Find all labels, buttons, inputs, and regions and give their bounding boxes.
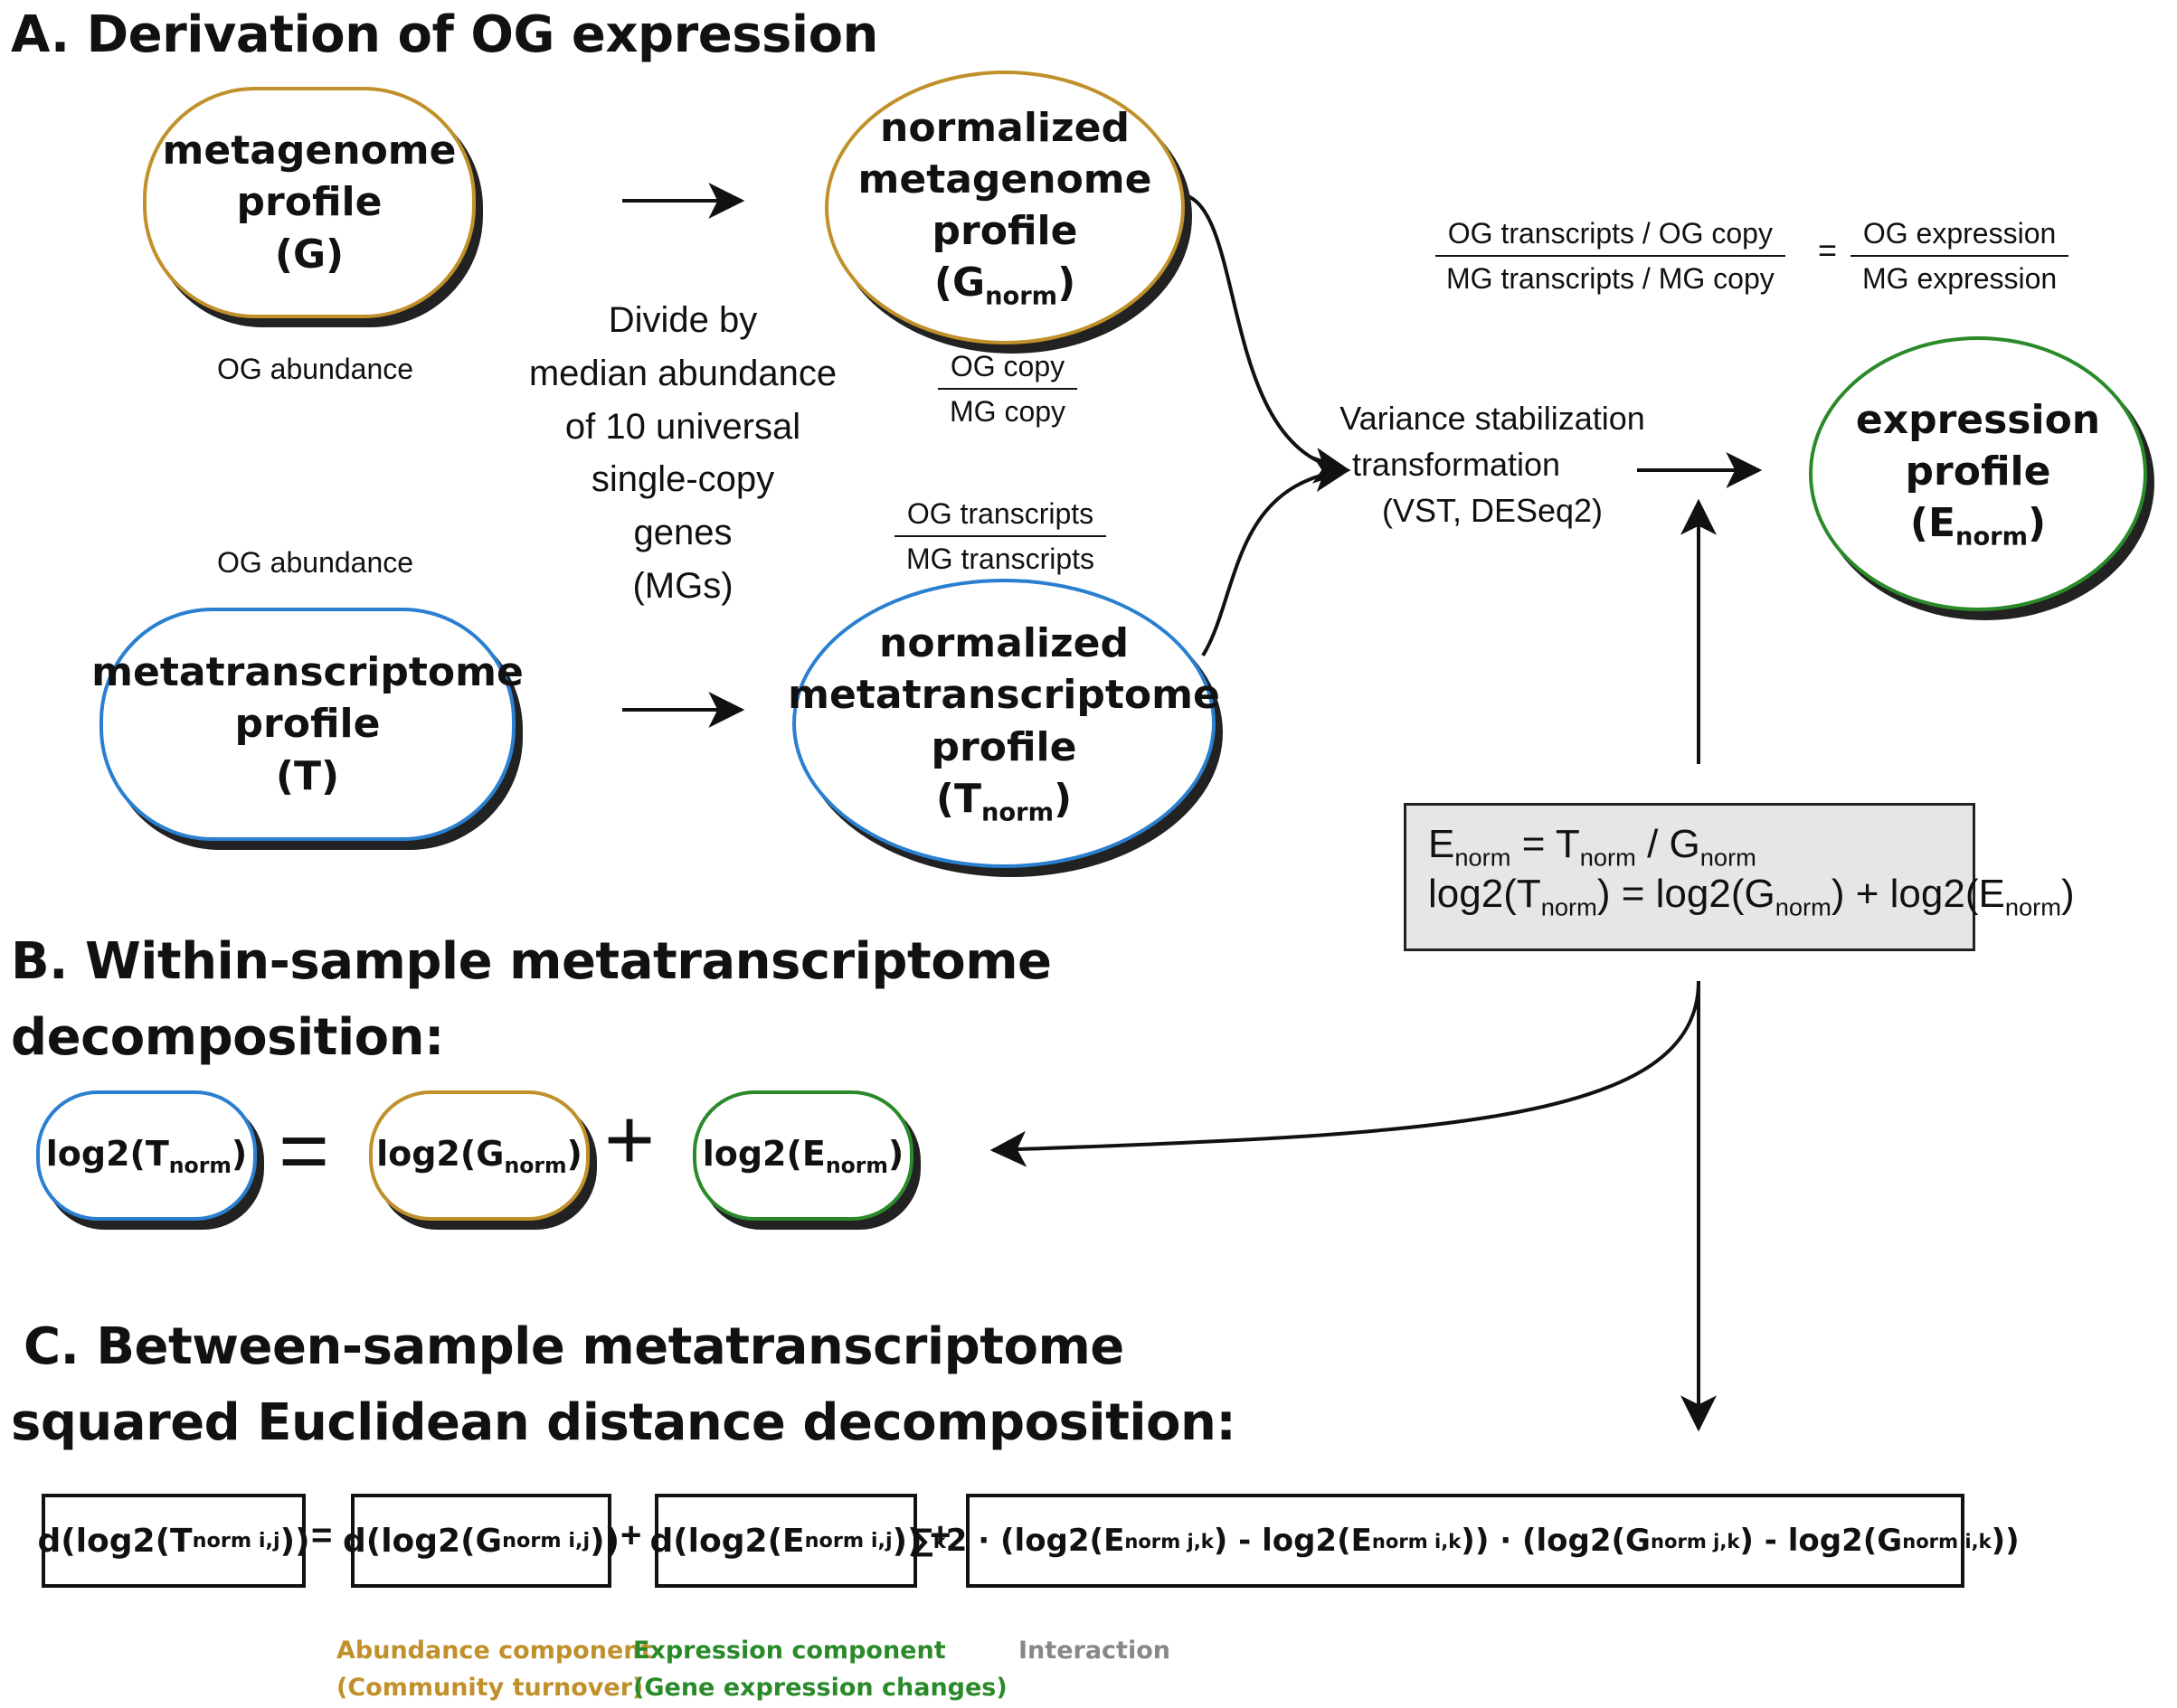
log2-e-norm-pill: log2(Enorm) bbox=[693, 1090, 913, 1221]
section-c-heading: C. Between-sample metatranscriptome squa… bbox=[11, 1309, 1236, 1461]
pill-text: log2(Gnorm) bbox=[376, 1133, 582, 1178]
og-copy-fraction: OG copy MG copy bbox=[937, 348, 1078, 429]
node-label: profile bbox=[932, 208, 1078, 255]
divide-line: (MGs) bbox=[632, 565, 734, 606]
divide-line: Divide by bbox=[608, 300, 758, 340]
equation-box: Enorm = Tnorm / Gnorm log2(Tnorm) = log2… bbox=[1404, 803, 2075, 951]
node-label: metatranscriptome bbox=[91, 649, 524, 696]
divide-line: of 10 universal bbox=[564, 406, 801, 447]
vst-text: Variance stabilization transformation (V… bbox=[1302, 395, 1682, 533]
arrow-gnorm-to-vst bbox=[1180, 193, 1351, 484]
node-symbol: (Gnorm) bbox=[933, 260, 1076, 311]
pill-text: log2(Enorm) bbox=[702, 1133, 904, 1178]
normalized-metagenome-profile-node: normalized metagenome profile (Gnorm) bbox=[825, 71, 1185, 344]
node-label: expression bbox=[1855, 396, 2101, 443]
heading-line: B. Within-sample metatranscriptome bbox=[11, 932, 1052, 991]
component-line: Expression component bbox=[633, 1637, 946, 1665]
vst-line: Variance stabilization bbox=[1339, 400, 1645, 437]
node-label: profile bbox=[234, 701, 381, 748]
heading-line: decomposition: bbox=[11, 1008, 444, 1067]
metagenome-profile-node: metagenome profile (G) bbox=[143, 87, 476, 318]
vst-line: transformation bbox=[1351, 446, 1561, 484]
section-a-heading: A. Derivation of OG expression bbox=[11, 5, 878, 64]
divide-line: median abundance bbox=[528, 353, 838, 393]
pill-text: log2(Tnorm) bbox=[45, 1133, 248, 1178]
interaction-label: Interaction bbox=[1018, 1637, 1170, 1665]
arrow-eqbox-to-section-b bbox=[989, 980, 1700, 1167]
ratio-right-fraction: OG expression MG expression bbox=[1850, 215, 2069, 297]
fraction-numerator: OG transcripts bbox=[894, 495, 1107, 537]
section-b-heading: B. Within-sample metatranscriptome decom… bbox=[11, 924, 1052, 1076]
log2-g-norm-pill: log2(Gnorm) bbox=[369, 1090, 590, 1221]
fraction-denominator: MG transcripts bbox=[906, 543, 1095, 575]
equation-line-1: Enorm = Tnorm / Gnorm bbox=[1428, 822, 1756, 872]
divide-line: single-copy bbox=[591, 459, 775, 500]
metatranscriptome-profile-node: metatranscriptome profile (T) bbox=[91, 608, 524, 841]
heading-line: squared Euclidean distance decomposition… bbox=[11, 1393, 1236, 1452]
node-label: normalized bbox=[879, 620, 1129, 667]
fraction-numerator: OG transcripts / OG copy bbox=[1434, 215, 1785, 257]
arrow-tnorm-to-vst bbox=[1201, 456, 1351, 657]
node-label: normalized bbox=[880, 104, 1130, 151]
log2-t-norm-pill: log2(Tnorm) bbox=[36, 1090, 257, 1221]
vst-line: (VST, DESeq2) bbox=[1381, 492, 1604, 530]
section-b-plus: + bbox=[604, 1091, 656, 1188]
expression-profile-node: expression profile (Enorm) bbox=[1809, 336, 2147, 611]
og-abundance-caption-top: OG abundance bbox=[217, 353, 414, 385]
fraction-denominator: MG transcripts / MG copy bbox=[1446, 262, 1775, 295]
section-b-equals: = bbox=[279, 1102, 330, 1199]
og-abundance-caption-bottom: OG abundance bbox=[217, 546, 414, 579]
node-symbol: (Tnorm) bbox=[935, 775, 1073, 827]
node-label: profile bbox=[236, 179, 383, 226]
heading-line: C. Between-sample metatranscriptome bbox=[24, 1317, 1124, 1376]
section-c-plus-1: + bbox=[620, 1515, 642, 1555]
ratio-equals: = bbox=[1818, 231, 1838, 269]
section-c-plus-2: + bbox=[930, 1515, 951, 1555]
normalized-metatranscriptome-profile-node: normalized metatranscriptome profile (Tn… bbox=[788, 579, 1220, 868]
node-label: profile bbox=[931, 723, 1077, 770]
component-line: (Community turnover) bbox=[336, 1673, 644, 1702]
fraction-denominator: MG copy bbox=[950, 395, 1066, 428]
fraction-numerator: OG expression bbox=[1850, 215, 2069, 257]
component-line: (Gene expression changes) bbox=[633, 1673, 1008, 1702]
node-label: profile bbox=[1905, 448, 2051, 495]
abundance-component-label: Abundance component (Community turnover) bbox=[336, 1633, 653, 1706]
node-label: metagenome bbox=[162, 127, 457, 175]
component-line: Abundance component bbox=[336, 1637, 653, 1665]
node-label: (G) bbox=[274, 231, 345, 278]
ratio-left-fraction: OG transcripts / OG copy MG transcripts … bbox=[1434, 215, 1787, 297]
section-c-equals: = bbox=[311, 1515, 333, 1555]
divide-by-median-text: Divide by median abundance of 10 univers… bbox=[479, 294, 886, 613]
fraction-denominator: MG expression bbox=[1862, 262, 2058, 295]
fraction-numerator: OG copy bbox=[937, 348, 1078, 390]
expression-component-label: Expression component (Gene expression ch… bbox=[633, 1633, 1008, 1706]
og-transcripts-fraction: OG transcripts MG transcripts bbox=[894, 495, 1107, 577]
divide-line: genes bbox=[633, 513, 733, 553]
node-label: metagenome bbox=[857, 156, 1152, 203]
node-label: metatranscriptome bbox=[788, 672, 1220, 719]
node-symbol: (Enorm) bbox=[1909, 500, 2047, 552]
node-label: (T) bbox=[275, 752, 340, 799]
equation-line-2: log2(Tnorm) = log2(Gnorm) + log2(Enorm) bbox=[1428, 871, 2075, 921]
